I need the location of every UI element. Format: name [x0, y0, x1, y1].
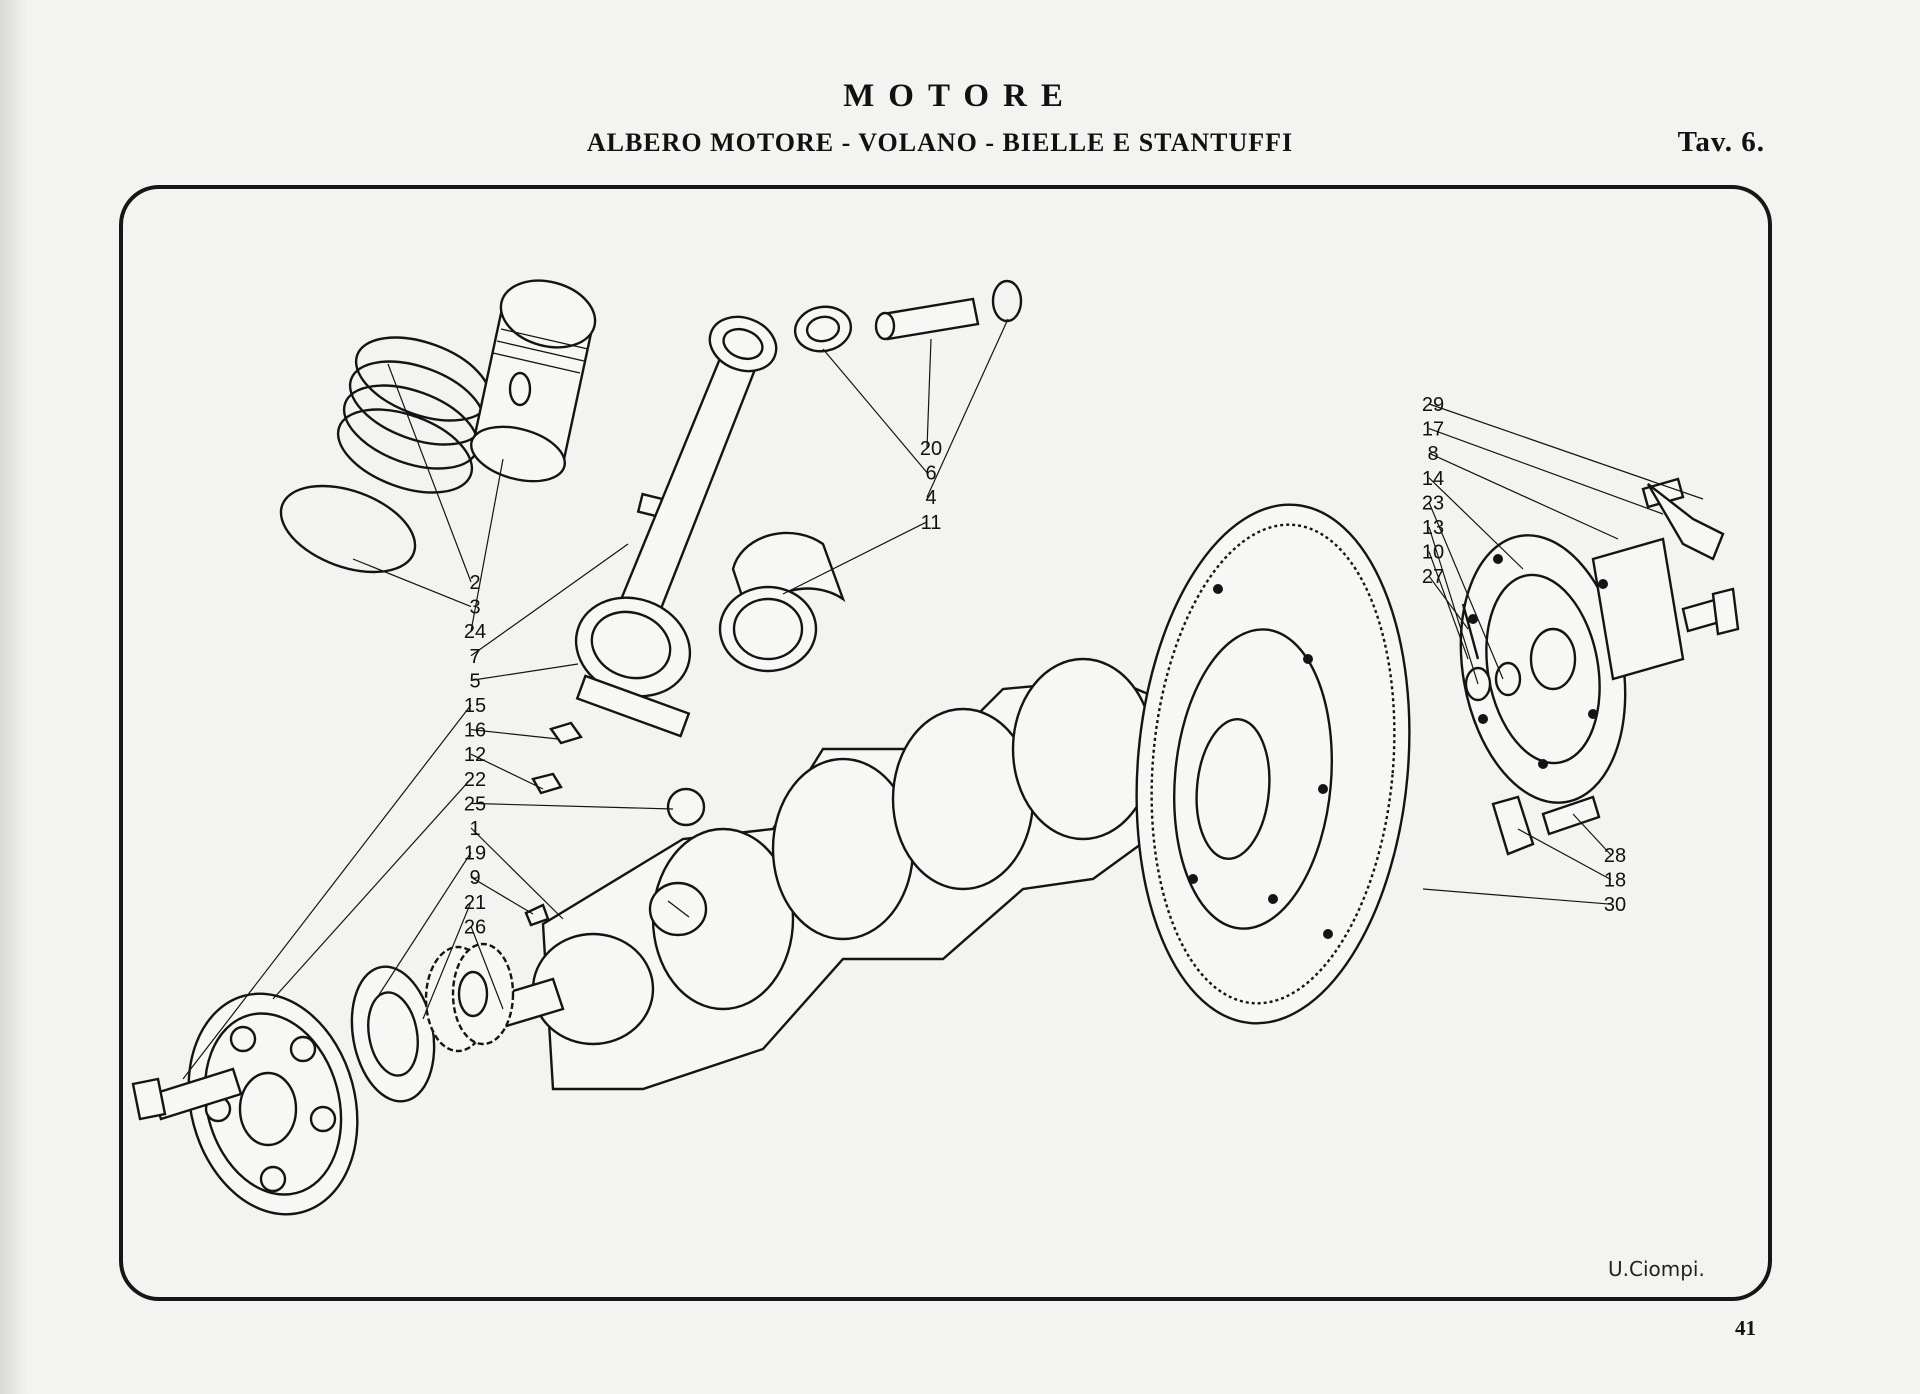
timing-sprocket [350, 942, 515, 1103]
callout-labels: 2324751516122225119921262064112917814231… [464, 394, 1626, 938]
leader-29 [1428, 403, 1704, 500]
leader-30 [1422, 888, 1612, 905]
leader-2 [387, 363, 472, 583]
callout-27: 27 [1422, 566, 1444, 588]
callout-1: 1 [469, 818, 480, 840]
leader-8 [1428, 452, 1619, 540]
leader-26 [470, 926, 504, 1010]
leader-21 [422, 901, 472, 1020]
leader-13 [1428, 526, 1479, 685]
crankshaft-pulley [131, 992, 359, 1216]
callout-14: 14 [1422, 468, 1444, 490]
callout-11: 11 [921, 512, 942, 534]
callout-28: 28 [1604, 845, 1626, 867]
callout-21: 21 [464, 892, 486, 914]
small-parts [524, 721, 706, 927]
piston-rings [279, 336, 492, 574]
crankshaft [451, 657, 1205, 1091]
callout-25: 25 [464, 793, 486, 815]
small-end-bush [793, 305, 853, 353]
callout-22: 22 [464, 769, 486, 791]
leader-5 [470, 663, 579, 681]
binding-edge [0, 0, 28, 1394]
plate-number: Tav. 6. [1677, 126, 1765, 158]
exploded-view-drawing: 2324751516122225119921262064112917814231… [131, 279, 1740, 1281]
callout-19: 19 [464, 843, 486, 865]
big-end-bearing-shells [718, 531, 846, 673]
callout-29: 29 [1422, 394, 1444, 416]
leader-15 [182, 704, 472, 1080]
leader-20 [926, 338, 932, 449]
leader-4 [926, 318, 1009, 498]
leader-17 [1428, 428, 1664, 515]
leader-25 [470, 802, 674, 810]
page-number: 41 [1735, 1316, 1756, 1340]
leader-6 [822, 348, 928, 473]
callout-30: 30 [1604, 894, 1626, 916]
callout-20: 20 [920, 438, 942, 460]
leader-1 [470, 827, 564, 920]
callout-16: 16 [464, 720, 486, 742]
page-subtitle: ALBERO MOTORE - VOLANO - BIELLE E STANTU… [586, 128, 1294, 157]
callout-17: 17 [1422, 419, 1444, 441]
callout-12: 12 [464, 744, 486, 766]
connecting-rod [574, 315, 778, 738]
callout-4: 4 [925, 487, 936, 509]
leader-18 [1517, 828, 1612, 881]
callout-2: 2 [469, 572, 480, 594]
flywheel-bolts [1461, 477, 1740, 702]
piston [469, 279, 597, 483]
leader-11 [782, 521, 928, 595]
callout-leader-lines [182, 318, 1704, 1080]
gudgeon-pin [874, 297, 980, 341]
leader-16 [470, 729, 559, 740]
leader-28 [1572, 813, 1612, 856]
leader-7 [470, 543, 629, 657]
leader-3 [352, 558, 472, 608]
leader-24 [470, 458, 504, 632]
callout-3: 3 [469, 597, 480, 619]
leader-10 [1428, 551, 1469, 660]
leader-19 [372, 852, 472, 1005]
circlip [991, 279, 1023, 323]
illustration [131, 279, 1740, 1216]
leader-14 [1428, 477, 1524, 570]
callout-8: 8 [1427, 443, 1438, 465]
flywheel [1135, 503, 1411, 1025]
leader-27 [1428, 575, 1469, 630]
callout-23: 23 [1422, 492, 1444, 514]
leader-22 [272, 778, 472, 1000]
callout-13: 13 [1422, 517, 1444, 539]
callout-9: 9 [469, 867, 480, 889]
leader-23 [1428, 502, 1504, 680]
leader-12 [470, 753, 544, 790]
callout-10: 10 [1422, 542, 1444, 564]
leader-9 [470, 876, 534, 915]
callout-6: 6 [925, 463, 936, 485]
callout-5: 5 [469, 670, 480, 692]
callout-26: 26 [464, 916, 486, 938]
illustrator-signature: U.Ciompi. [1608, 1257, 1705, 1281]
callout-7: 7 [469, 646, 480, 668]
page-title: MOTORE [843, 78, 1077, 114]
callout-15: 15 [464, 695, 486, 717]
callout-18: 18 [1604, 870, 1626, 892]
locking-plate [1491, 795, 1601, 856]
callout-24: 24 [464, 621, 486, 643]
